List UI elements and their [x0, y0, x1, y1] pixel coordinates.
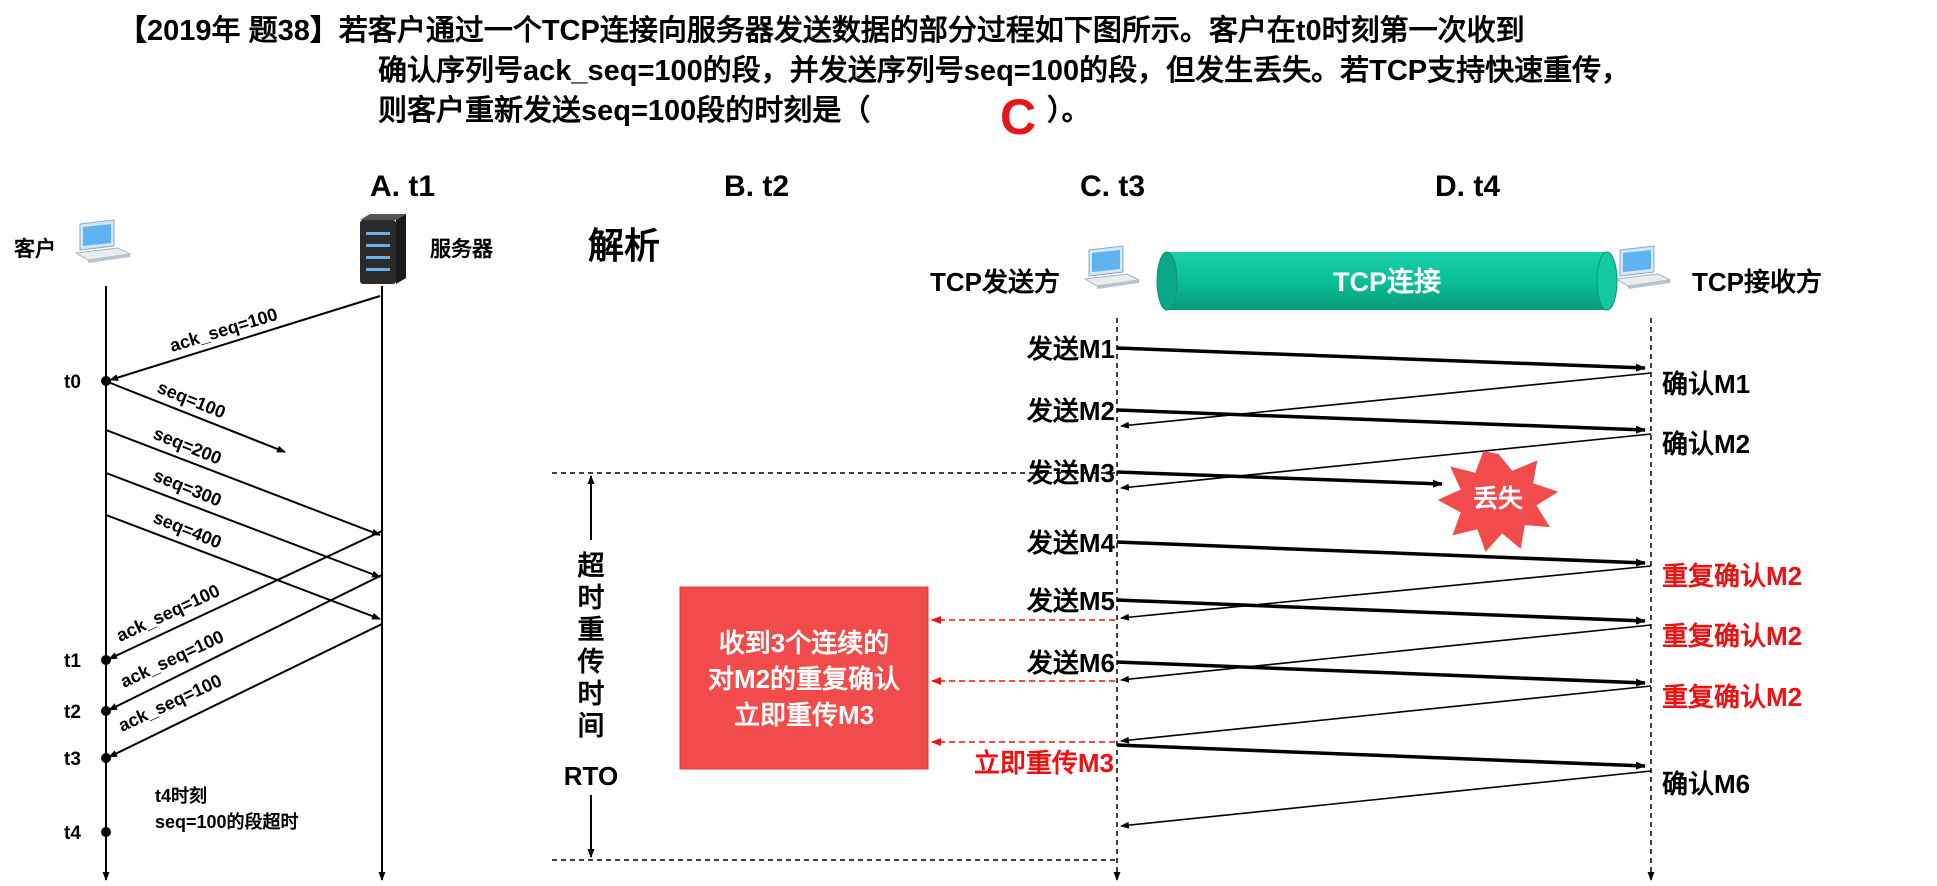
send-arrow-m5: [1116, 598, 1646, 625]
option-c: C. t3: [1080, 170, 1145, 203]
rto-char-4: 传: [577, 647, 605, 677]
rto-char-2: 时: [578, 583, 605, 613]
option-b: B. t2: [724, 170, 789, 203]
send-label-m3: 发送M3: [1026, 458, 1115, 488]
arrow-ack2: [108, 574, 383, 711]
arrow-ack1: [108, 530, 383, 660]
question-line-2: 确认序列号ack_seq=100的段，并发送序列号seq=100的段，但发生丢失…: [378, 53, 1630, 87]
analysis-title: 解析: [588, 225, 660, 266]
time-label-t0: t0: [64, 372, 81, 393]
send-arrow-m3: [1116, 470, 1443, 488]
send-label-m4: 发送M4: [1026, 528, 1116, 558]
t4-dot: [101, 827, 111, 837]
send-label-m5: 发送M5: [1026, 586, 1115, 616]
ack-arrow-m2: [1120, 433, 1652, 491]
ack-label-dup2: 重复确认M2: [1662, 621, 1802, 651]
option-a: A. t1: [370, 170, 435, 203]
t0-dot: [101, 376, 111, 386]
send-arrow-m1: [1116, 346, 1646, 372]
resend-arrow-m3: [1116, 743, 1646, 770]
tcp-connection-label: TCP连接: [1333, 266, 1441, 297]
rto-abbr: RTO: [564, 761, 618, 791]
retransmit-label: 立即重传M3: [974, 748, 1114, 778]
sender-label: TCP发送方: [930, 267, 1060, 297]
receiver-label: TCP接收方: [1692, 267, 1822, 297]
question-line-3: 则客户重新发送seq=100段的时刻是（: [378, 93, 870, 127]
answer-letter: C: [1000, 89, 1036, 145]
option-d: D. t4: [1435, 170, 1500, 203]
server-icon: [360, 214, 406, 284]
ack-label-m6: 确认M6: [1662, 769, 1750, 799]
send-arrow-m6: [1116, 660, 1646, 687]
tcp-connection-tube: [1156, 251, 1618, 311]
ack-arrow-dup3: [1120, 685, 1652, 744]
ack-arrow-m1: [1120, 372, 1652, 429]
rto-char-5: 时: [578, 679, 605, 709]
ack-arrow-m6: [1120, 770, 1652, 829]
send-arrow-m4: [1116, 540, 1646, 567]
arrow-seq300: [105, 472, 381, 578]
ack-label-m1: 确认M1: [1662, 369, 1750, 399]
t4-note-line2: seq=100的段超时: [155, 811, 299, 832]
send-label-m6: 发送M6: [1026, 648, 1115, 678]
t1-dot: [101, 655, 111, 665]
client-laptop-icon: [75, 219, 131, 264]
ack-label-dup3: 重复确认M2: [1662, 682, 1802, 712]
ack-arrow-dup2: [1120, 624, 1652, 683]
fast-retransmit-box: [679, 586, 929, 770]
t2-dot: [101, 706, 111, 716]
receiver-laptop-icon: [1615, 245, 1671, 290]
question-line-3-end: ）。: [1047, 94, 1091, 127]
rto-char-1: 超: [578, 551, 606, 581]
t3-dot: [101, 753, 111, 763]
box-line-2: 对M2的重复确认: [708, 664, 900, 694]
time-label-t2: t2: [64, 702, 81, 723]
send-label-m2: 发送M2: [1026, 396, 1115, 426]
send-arrow-m2: [1116, 408, 1646, 434]
time-label-t4: t4: [64, 823, 81, 844]
send-label-m1: 发送M1: [1026, 334, 1115, 364]
sender-laptop-icon: [1084, 245, 1140, 290]
arrow-seq100: [107, 381, 286, 453]
ack-arrow-dup1: [1120, 565, 1652, 621]
arrow-ack-top: [109, 295, 381, 381]
lost-label: 丢失: [1473, 485, 1524, 513]
arrow-ack3: [108, 623, 383, 758]
msg-ack-top: ack_seq=100: [167, 304, 280, 356]
t4-note-line1: t4时刻: [155, 785, 207, 806]
rto-char-6: 间: [578, 711, 605, 741]
time-label-t3: t3: [64, 749, 81, 770]
arrow-seq200: [105, 429, 381, 536]
box-line-1: 收到3个连续的: [719, 628, 889, 658]
rto-char-3: 重: [578, 615, 605, 645]
box-line-3: 立即重传M3: [734, 700, 874, 730]
lost-burst-icon: [1437, 450, 1559, 552]
question-line-1: 【2019年 题38】若客户通过一个TCP连接向服务器发送数据的部分过程如下图所…: [118, 13, 1525, 47]
ack-label-dup1: 重复确认M2: [1662, 561, 1802, 591]
time-label-t1: t1: [64, 651, 81, 672]
server-label: 服务器: [430, 237, 494, 261]
ack-label-m2: 确认M2: [1662, 429, 1750, 459]
arrow-seq400: [105, 514, 381, 620]
question-line-3-text: 则客户重新发送seq=100段的时刻是（: [378, 93, 870, 127]
client-label: 客户: [14, 237, 56, 261]
